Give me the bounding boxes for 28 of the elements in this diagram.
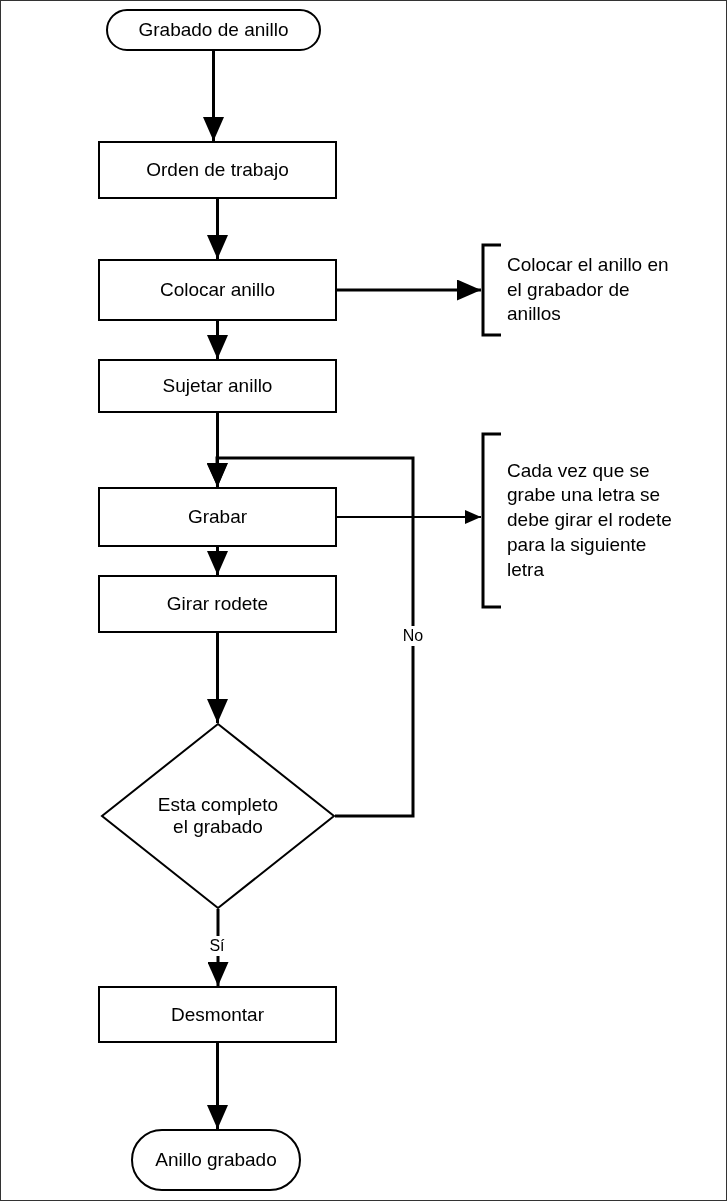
edge-label: Sí — [207, 936, 227, 956]
process-box — [98, 986, 337, 1043]
node-label: Sujetar anillo — [162, 375, 273, 397]
arrow — [336, 510, 482, 524]
arrow — [203, 51, 224, 141]
node-label: Anillo grabado — [155, 1149, 277, 1171]
process-box — [98, 487, 337, 547]
arrow — [207, 633, 228, 723]
node-label: Desmontar — [171, 1003, 264, 1026]
annotation-text: Cada vez que se grabe una letra se debe girar el rodete para la siguiente letra — [507, 458, 673, 582]
node-label: Grabado de anillo — [138, 19, 289, 41]
node-label: Esta completo el grabado — [156, 794, 280, 838]
node-label: Girar rodete — [166, 593, 269, 615]
process-box — [98, 359, 337, 413]
node-label: Colocar anillo — [159, 279, 276, 301]
annotation-text: Colocar el anillo en el grabador de anillos — [507, 252, 670, 327]
node-label: Orden de trabajo — [146, 159, 289, 181]
process-box — [98, 259, 337, 321]
arrow — [207, 547, 228, 575]
arrow — [337, 279, 481, 301]
decision-diamond — [101, 723, 335, 909]
arrow — [207, 1043, 228, 1129]
arrow — [206, 456, 415, 818]
process-box — [98, 575, 337, 633]
process-box — [98, 141, 337, 199]
arrow — [207, 321, 228, 359]
arrow — [207, 199, 228, 259]
node-label: Grabar — [187, 506, 248, 528]
